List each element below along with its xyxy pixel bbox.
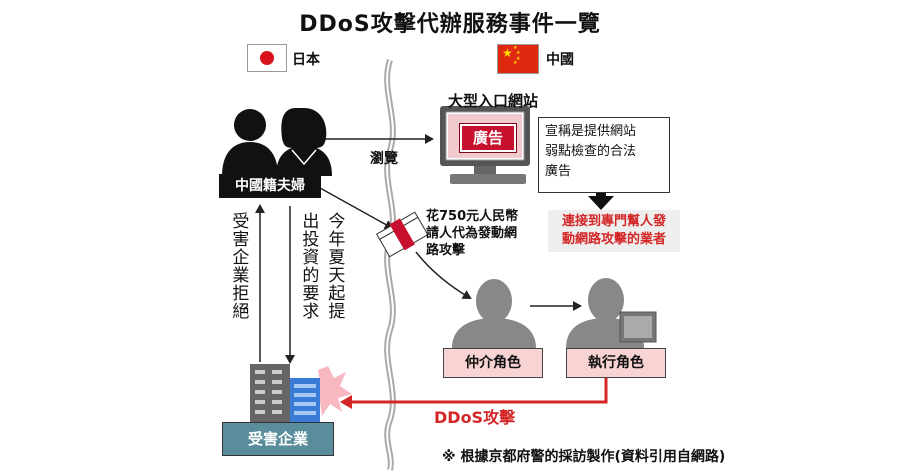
- red-note-line: 動網路攻擊的業者: [561, 232, 666, 247]
- ddos-attack-arrow: [340, 378, 608, 409]
- payment-line: 請人代為發動網: [426, 226, 518, 241]
- couple-label: 中國籍夫婦: [219, 174, 321, 198]
- executor-label: 執行角色: [566, 348, 666, 378]
- page-title: DDoS攻擊代辦服務事件一覽: [299, 12, 601, 37]
- red-note-line: 連接到專門幫人發: [561, 214, 666, 229]
- japan-flag-icon: [247, 44, 287, 72]
- office-building-icon: [250, 364, 320, 422]
- callout-line: 弱點檢查的合法: [545, 144, 637, 159]
- callout-down-arrow: [588, 182, 614, 210]
- attack-burst-icon: [306, 366, 352, 416]
- payment-arrow: [319, 187, 394, 229]
- intermediary-label: 仲介角色: [443, 348, 543, 378]
- source-note: ※ 根據京都府警的採訪製作(資料引用自網路): [442, 449, 726, 465]
- red-note-bg: [548, 210, 680, 252]
- payment-note: 花750元人民幣 請人代為發動網 路攻擊: [426, 208, 518, 259]
- demand-text-col2: 出投資的要求: [298, 212, 319, 320]
- portal-site-title: 大型入口網站: [448, 92, 539, 110]
- refused-text: 受害企業拒絕: [228, 212, 249, 320]
- ad-callout: 宣稱是提供網站 弱點檢查的合法 廣告: [538, 117, 670, 193]
- demand-text-col1: 今年夏天起提: [324, 212, 345, 320]
- silhouette-couple-icon: [222, 108, 332, 176]
- china-flag-icon: ★ ★ ★ ★ ★: [497, 44, 539, 74]
- attack-vendor-note: 連接到專門幫人發 動網路攻擊的業者: [549, 213, 679, 249]
- victim-company-label: 受害企業: [222, 422, 334, 456]
- ddos-attack-label: DDoS攻擊: [434, 408, 516, 427]
- person-with-computer-icon: [566, 278, 657, 348]
- country-japan-label: 日本: [292, 52, 320, 68]
- payment-line: 花750元人民幣: [426, 209, 519, 224]
- country-china-label: 中國: [546, 52, 574, 68]
- browse-label: 瀏覽: [370, 151, 398, 167]
- money-bundle-icon: [375, 211, 429, 258]
- person-silhouette-icon: [452, 279, 536, 348]
- to-intermediary-arrow: [415, 251, 472, 300]
- callout-line: 廣告: [545, 164, 572, 179]
- callout-line: 宣稱是提供網站: [545, 124, 637, 139]
- payment-line: 路攻擊: [426, 243, 466, 258]
- ad-badge: 廣告: [460, 124, 516, 152]
